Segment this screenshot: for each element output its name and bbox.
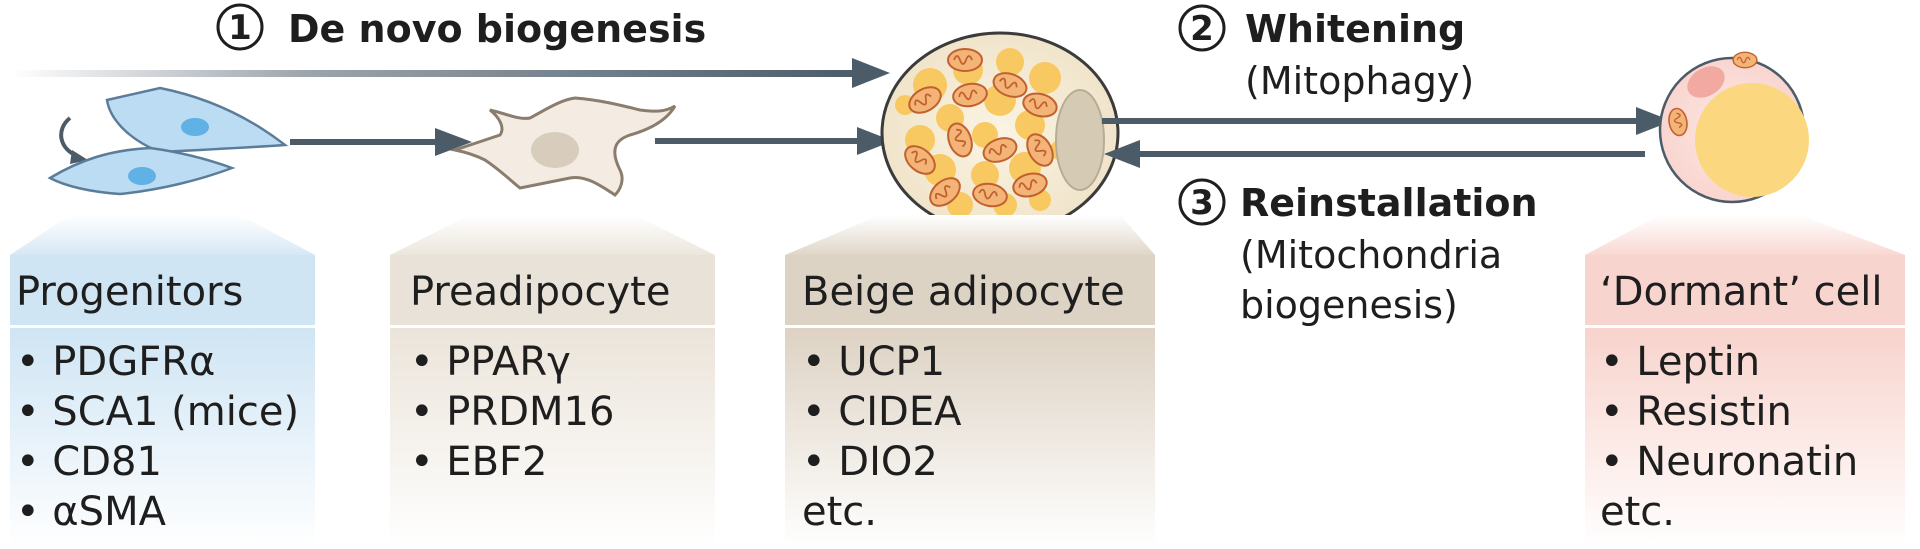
step-2-number: 2 [1190,9,1214,49]
beige-adipocyte-illustration [880,31,1120,235]
beige-item-2: • CIDEA [802,389,962,435]
stage-panel-progenitors: Progenitors • PDGFRα • SCA1 (mice) • CD8… [10,215,315,549]
preadipocyte-nucleus [531,132,579,168]
step-3-number: 3 [1190,183,1214,223]
progenitors-item-3: • CD81 [16,439,162,485]
dormant-item-1: • Leptin [1600,339,1760,385]
step-2-subtitle: (Mitophagy) [1245,59,1474,103]
progenitors-item-1: • PDGFRα [16,339,215,385]
arrow-whitening [1102,107,1672,135]
step-3-number-circle [1178,178,1226,226]
step-3-header: 3 Reinstallation (Mitochondria biogenesi… [1178,178,1538,327]
stage-panel-preadipocyte: Preadipocyte • PPARγ • PRDM16 • EBF2 [390,215,715,549]
beige-item-3: • DIO2 [802,439,938,485]
dormant-item-3: • Neuronatin [1600,439,1858,485]
arrow-reinstallation [1104,140,1645,168]
arrow-progenitor-to-preadipocyte [290,128,472,156]
arrow-de-novo [10,58,890,88]
step-2-header: 2 Whitening (Mitophagy) [1178,4,1474,103]
stage-title-preadipocyte: Preadipocyte [410,269,670,315]
dormant-nucleus [1687,66,1725,98]
dormant-item-4: etc. [1600,489,1675,535]
step-3-subtitle-line2: biogenesis) [1240,283,1458,327]
step-1-number-circle [216,3,264,51]
step-1-title: De novo biogenesis [288,7,706,51]
progenitors-item-2: • SCA1 (mice) [16,389,299,435]
step-3-title: Reinstallation [1240,181,1538,225]
dormant-cell-illustration [1658,51,1809,204]
step-2-number-circle [1178,4,1226,52]
preadipocyte-item-2: • PRDM16 [410,389,614,435]
preadipocyte-illustration [449,96,677,197]
dormant-item-2: • Resistin [1600,389,1792,435]
beige-item-4: etc. [802,489,877,535]
stage-title-dormant-cell: ‘Dormant’ cell [1600,269,1883,315]
stage-title-beige-adipocyte: Beige adipocyte [802,269,1125,315]
progenitor-nucleus-top [181,118,209,136]
step-1-header: 1 De novo biogenesis [216,3,706,51]
stage-panel-beige-adipocyte: Beige adipocyte • UCP1 • CIDEA • DIO2 et… [785,215,1155,549]
progenitor-nucleus-bottom [128,167,156,185]
step-2-title: Whitening [1245,7,1465,51]
beige-item-1: • UCP1 [802,339,945,385]
step-3-subtitle-line1: (Mitochondria [1240,233,1502,277]
dormant-lipid-droplet [1695,83,1809,197]
progenitor-cells-illustration [47,86,289,196]
preadipocyte-item-1: • PPARγ [410,339,571,385]
stage-panel-dormant-cell: ‘Dormant’ cell • Leptin • Resistin • Neu… [1585,215,1905,549]
stage-title-progenitors: Progenitors [16,269,243,315]
arrow-preadipocyte-to-beige [655,127,893,155]
self-renewal-arrow [59,116,79,158]
beige-nucleus [1055,89,1105,191]
preadipocyte-item-3: • EBF2 [410,439,547,485]
step-1-number: 1 [228,8,252,48]
progenitors-item-4: • αSMA [16,489,167,535]
